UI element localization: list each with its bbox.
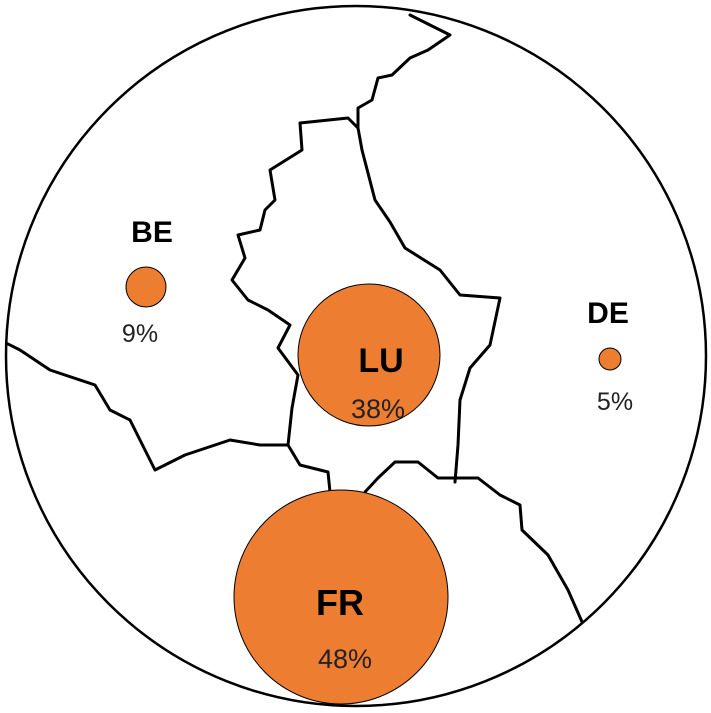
label-lu-pct: 38% — [351, 394, 405, 424]
bubble-lu — [297, 283, 441, 427]
label-fr-pct: 48% — [318, 644, 372, 674]
bubble-de — [598, 347, 622, 371]
label-fr-code: FR — [316, 582, 364, 623]
border-be-fr — [6, 338, 332, 494]
border-luxembourg — [230, 13, 452, 447]
label-lu-code: LU — [358, 342, 403, 380]
country-borders — [6, 13, 602, 672]
label-de-pct: 5% — [597, 388, 633, 416]
bubble-fr — [233, 489, 449, 705]
border-fr-de — [363, 460, 602, 672]
label-de-code: DE — [587, 297, 629, 330]
bubble-be — [125, 266, 167, 308]
label-be-code: BE — [131, 216, 173, 249]
label-be-pct: 9% — [122, 320, 158, 348]
border-lu-de — [356, 126, 502, 484]
